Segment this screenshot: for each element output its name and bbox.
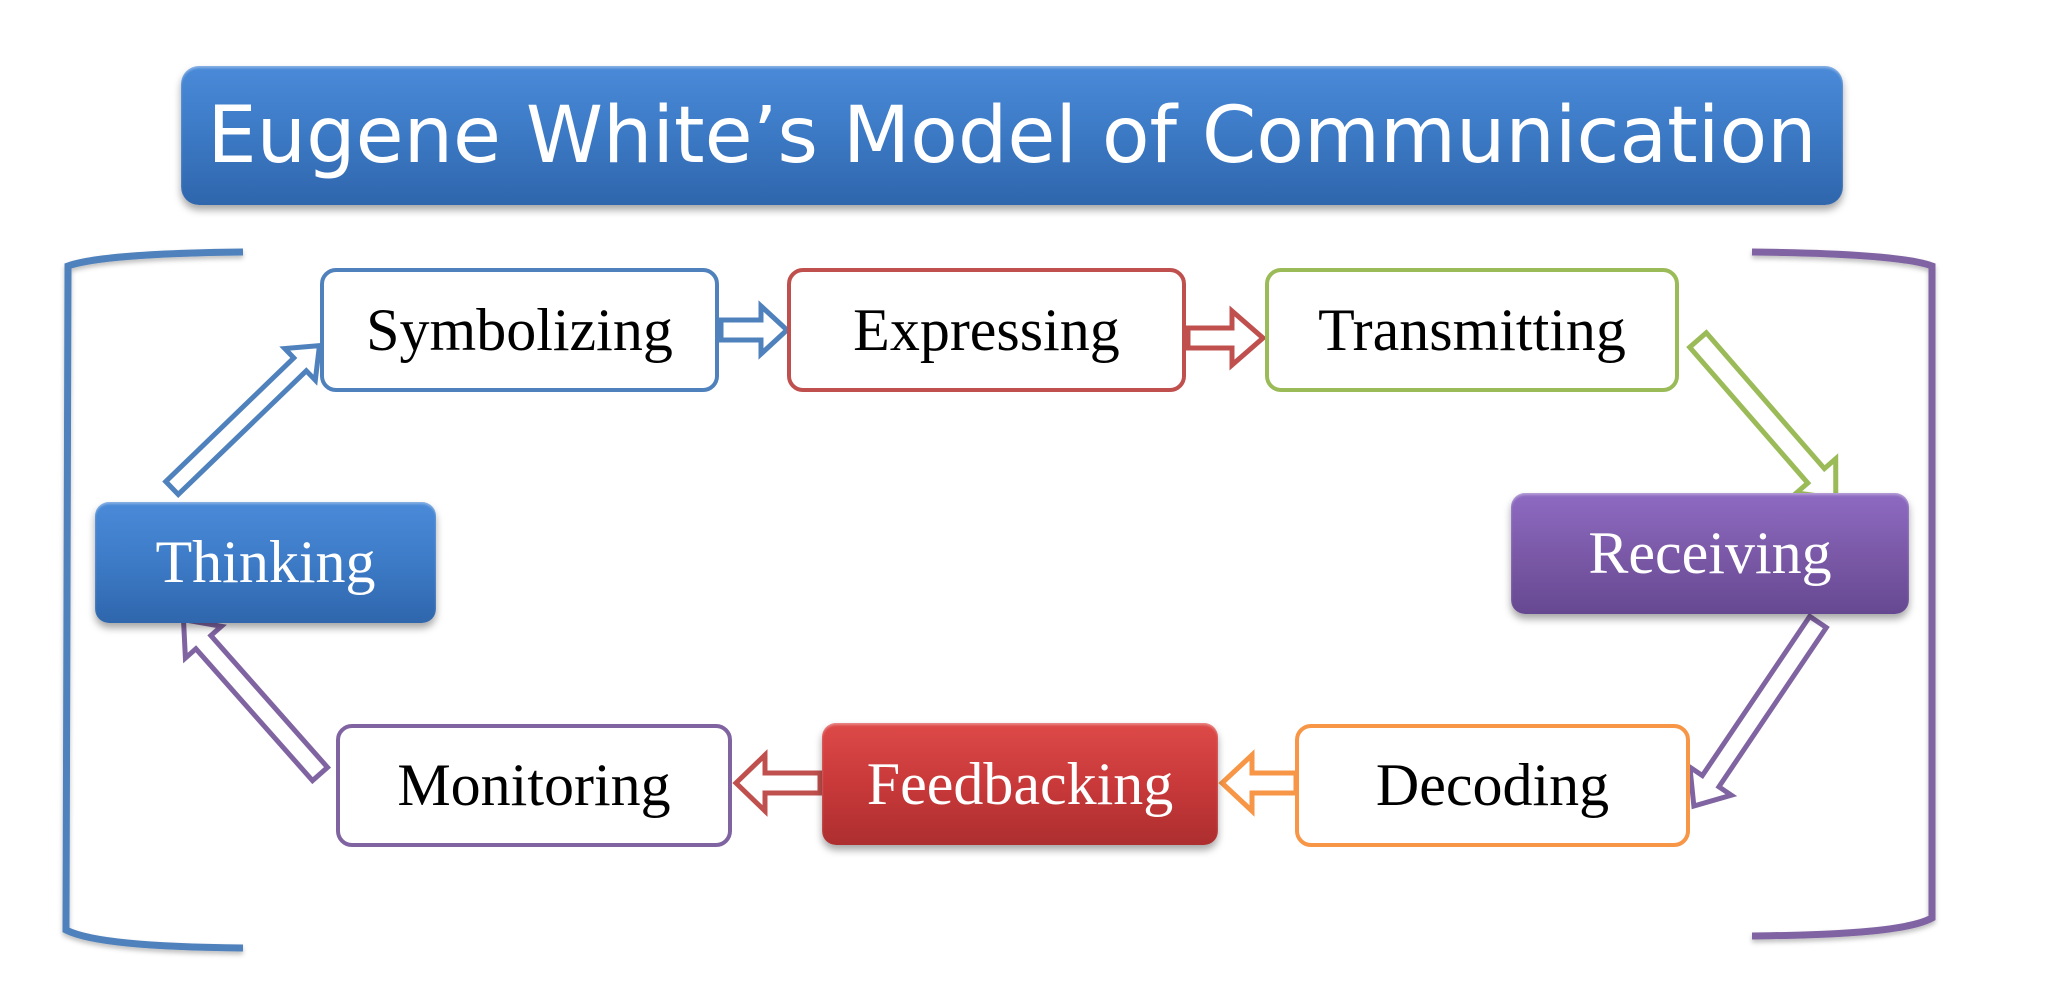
arrow-transmitting-to-receiving: [1686, 329, 1839, 502]
node-label: Transmitting: [1318, 296, 1626, 363]
node-monitoring: Monitoring: [336, 724, 732, 847]
node-transmitting: Transmitting: [1265, 268, 1679, 392]
diagram-title: Eugene White’s Model of Communication: [207, 90, 1817, 181]
arrow-thinking-to-symbolizing: [162, 342, 323, 499]
node-label: Thinking: [155, 529, 376, 595]
node-label: Expressing: [853, 296, 1120, 363]
node-symbolizing: Symbolizing: [320, 268, 719, 392]
title-banner: Eugene White’s Model of Communication: [181, 66, 1843, 205]
node-thinking: Thinking: [95, 502, 436, 623]
node-label: Receiving: [1588, 520, 1832, 586]
arrow-decoding-to-feedbacking: [1218, 749, 1299, 817]
arrow-feedbacking-to-monitoring: [732, 749, 823, 817]
arrow-receiving-to-decoding: [1686, 612, 1830, 810]
node-label: Monitoring: [397, 752, 671, 818]
node-receiving: Receiving: [1511, 493, 1909, 614]
arrow-monitoring-to-thinking: [180, 616, 332, 785]
node-expressing: Expressing: [787, 268, 1186, 392]
node-label: Feedbacking: [866, 750, 1174, 817]
arrow-expressing-to-transmitting: [1185, 305, 1267, 371]
node-label: Decoding: [1375, 752, 1610, 818]
node-label: Symbolizing: [366, 296, 673, 363]
node-decoding: Decoding: [1295, 724, 1690, 847]
node-feedbacking: Feedbacking: [822, 723, 1218, 845]
arrow-symbolizing-to-expressing: [718, 300, 791, 360]
